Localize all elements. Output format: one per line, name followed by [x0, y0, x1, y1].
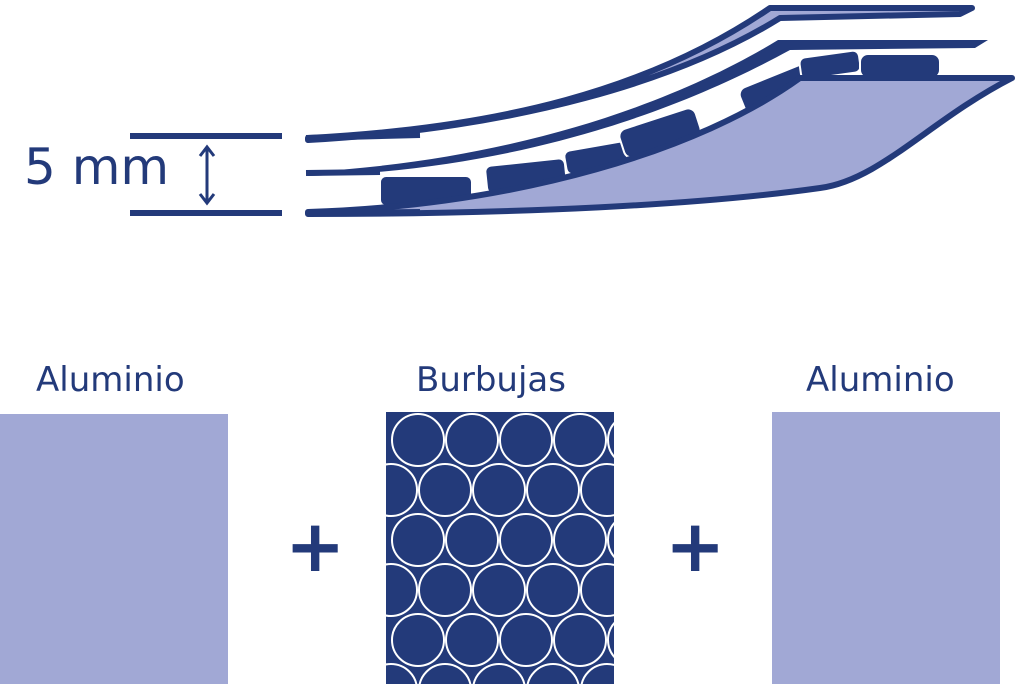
bubble-circle: [607, 621, 614, 659]
bubble-circle: [386, 463, 418, 517]
bubble-circle: [418, 663, 472, 684]
layer-label-bubbles: Burbujas: [416, 360, 566, 400]
bubble-circle: [553, 413, 607, 467]
stack-edge-middle: [305, 169, 381, 176]
bubble-circle: [607, 521, 614, 559]
bubble-circle: [472, 563, 526, 617]
insulation-cross-section: [130, 5, 1015, 217]
top-aluminium-sheet: [305, 5, 975, 143]
aluminium-swatch-right: [772, 412, 1000, 684]
bubble-circle: [580, 463, 614, 517]
bubble-circle: [386, 563, 418, 617]
bubble-circle: [499, 613, 553, 667]
bubble-circle: [526, 663, 580, 684]
middle-bubble-sheet: [308, 40, 988, 176]
thickness-label: 5 mm: [24, 138, 170, 196]
plus-sign: +: [285, 504, 346, 588]
bubble-circle: [391, 413, 445, 467]
bubble-circle: [472, 463, 526, 517]
bubble-circle: [391, 613, 445, 667]
aluminium-swatch-left: [0, 414, 228, 684]
bubble-circle: [662, 414, 714, 466]
bubble-circle: [526, 463, 580, 517]
bubble-swatch: [386, 412, 714, 684]
layer-label-aluminium-right: Aluminio: [806, 360, 955, 400]
bubble-circle: [445, 613, 499, 667]
bubble-circle: [580, 563, 614, 617]
bottom-aluminium-sheet: [305, 75, 1015, 217]
bubble-circle: [418, 463, 472, 517]
stack-edge-top: [305, 132, 421, 141]
bubble-circle: [386, 663, 418, 684]
stack-edge-bottom: [305, 209, 421, 216]
bubble-circle: [607, 421, 614, 459]
bubble-circle: [553, 613, 607, 667]
bubble-circle: [499, 413, 553, 467]
bubble-circle: [391, 513, 445, 567]
bubble-circle: [553, 513, 607, 567]
bubble-circle: [445, 513, 499, 567]
bubble-circle: [445, 413, 499, 467]
double-arrow-icon: [198, 144, 216, 206]
bubble-circle: [499, 513, 553, 567]
plus-sign: +: [665, 504, 726, 588]
bubble-circle: [662, 614, 714, 666]
layer-label-aluminium-left: Aluminio: [36, 360, 185, 400]
bubble-circle: [635, 664, 687, 684]
bubble-circle: [418, 563, 472, 617]
bubble-circle: [580, 663, 614, 684]
bubble-circle: [472, 663, 526, 684]
bubble-circle: [526, 563, 580, 617]
